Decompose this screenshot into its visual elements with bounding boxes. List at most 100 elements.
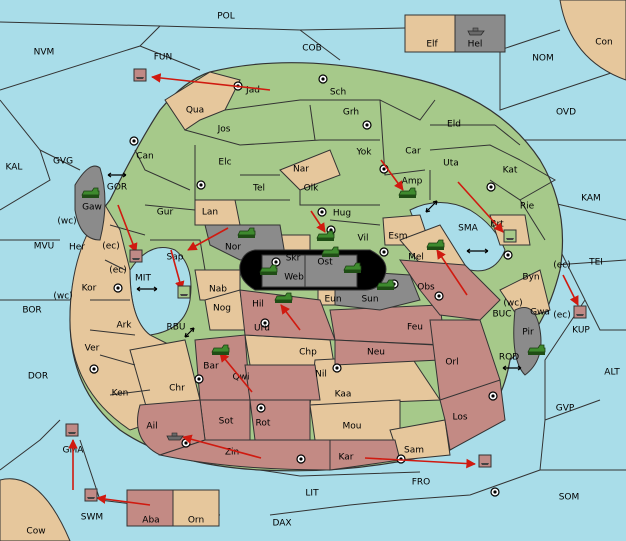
- sea-label-cob: COB: [302, 44, 322, 54]
- sea-label-kam: KAM: [581, 194, 601, 204]
- territory-label-sch: Sch: [330, 88, 346, 98]
- sea-label-kal: KAL: [6, 163, 23, 173]
- sea-label-gor: GOR: [107, 183, 127, 193]
- territory-label-elc: Elc: [218, 158, 231, 168]
- territory-label-nog: Nog: [213, 304, 231, 314]
- territory-label-yok: Yok: [355, 148, 372, 158]
- coast-label-wc: (wc): [503, 299, 522, 309]
- passage-markers: [107, 172, 522, 371]
- territory-label-eld: Eld: [447, 120, 461, 130]
- coast-label-ec: (ec): [109, 266, 127, 276]
- territory-label-kar: Kar: [339, 453, 354, 463]
- territory-label-her: Her: [69, 243, 85, 253]
- territory-label-chr: Chr: [169, 384, 185, 394]
- territory-label-uta: Uta: [443, 159, 459, 169]
- territory-label-nar: Nar: [293, 165, 309, 175]
- territory-label-bar: Bar: [203, 362, 219, 372]
- territory-label-hel: Hel: [468, 40, 483, 50]
- territory-label-ost: Ost: [317, 258, 333, 268]
- territory-label-mel: Mel: [408, 253, 424, 263]
- territory-label-rot: Rot: [256, 419, 271, 429]
- supply-centers: [89, 74, 513, 497]
- territory-label-grh: Grh: [343, 108, 359, 118]
- territory-label-aba: Aba: [142, 516, 159, 526]
- territory-label-zin: Zin: [225, 448, 239, 458]
- territory-label-jos: Jos: [217, 125, 231, 135]
- territory-label-lan: Lan: [202, 208, 218, 218]
- territory-label-car: Car: [405, 147, 421, 157]
- coast-label-ec: (ec): [553, 261, 571, 271]
- territory-label-qua: Qua: [186, 106, 204, 116]
- territory-label-feu: Feu: [407, 323, 423, 333]
- territory-label-byn: Byn: [522, 273, 539, 283]
- sea-label-buc: BUC: [492, 310, 511, 320]
- sea-label-lit: LIT: [305, 489, 319, 499]
- territory-label-mou: Mou: [343, 422, 362, 432]
- sea-label-tei: TEI: [588, 258, 603, 268]
- fleet-marker: [133, 68, 147, 82]
- coast-label-wc: (wc): [53, 292, 72, 302]
- sea-label-dor: DOR: [28, 372, 48, 382]
- sea-label-alt: ALT: [604, 368, 620, 378]
- sea-label-sma: SMA: [458, 224, 478, 234]
- sea-label-rod: ROD: [499, 353, 519, 363]
- territory-label-kaa: Kaa: [335, 390, 352, 400]
- territory-label-los: Los: [452, 413, 467, 423]
- territory-label-chp: Chp: [299, 348, 317, 358]
- coast-label-wc: (wc): [57, 217, 76, 227]
- fleet-marker: [177, 285, 191, 299]
- territory-label-neu: Neu: [367, 348, 385, 358]
- territory-label-swm: SWM: [81, 513, 103, 523]
- territory-label-sun: Sun: [361, 295, 378, 305]
- territory-label-orl: Orl: [445, 358, 458, 368]
- territory-label-eun: Eun: [324, 295, 341, 305]
- territory-label-ark: Ark: [116, 321, 132, 331]
- territory-label-con: Con: [595, 38, 613, 48]
- territory-label-uru: Uru: [254, 324, 270, 334]
- territory-label-orn: Orn: [188, 516, 204, 526]
- territory-label-jad: Jad: [245, 86, 260, 96]
- sea-label-fro: FRO: [412, 478, 431, 488]
- sea-label-som: SOM: [559, 493, 580, 503]
- fleet-marker: [478, 454, 492, 468]
- sea-label-gvg: GVG: [53, 157, 73, 167]
- territory-label-kat: Kat: [503, 166, 518, 176]
- territory-label-pir: Pir: [522, 328, 534, 338]
- territory-label-kor: Kor: [82, 284, 97, 294]
- territory-label-kup: KUP: [572, 326, 590, 336]
- territory-label-nil: Nil: [315, 370, 327, 380]
- fleet-marker: [129, 249, 143, 263]
- territory-label-hil: Hil: [252, 300, 264, 310]
- sea-label-ovd: OVD: [556, 108, 576, 118]
- sea-label-mit: MIT: [135, 274, 151, 284]
- sea-label-nvm: NVM: [34, 48, 55, 58]
- territory-label-olk: Olk: [304, 184, 320, 194]
- territory-label-ail: Ail: [146, 422, 157, 432]
- sea-label-mvu: MVU: [34, 242, 55, 252]
- coast-label-ec: (ec): [553, 311, 571, 321]
- sea-label-nom: NOM: [532, 54, 554, 64]
- sea-borders: [0, 21, 626, 516]
- territory-label-amp: Amp: [402, 177, 423, 187]
- territory-label-nab: Nab: [209, 285, 227, 295]
- fleet-marker: [65, 423, 79, 437]
- territories: [69, 71, 551, 471]
- territory-label-sap: Sap: [167, 253, 184, 263]
- territory-label-web: Web: [284, 273, 304, 283]
- territory-label-obs: Obs: [417, 283, 435, 293]
- territory-label-gaw: Gaw: [82, 203, 102, 213]
- territory-label-can: Can: [136, 152, 154, 162]
- territory-label-elf: Elf: [426, 40, 438, 50]
- fleet-marker: [573, 305, 587, 319]
- order-arrows: [68, 73, 579, 506]
- territory-label-ver: Ver: [85, 344, 100, 354]
- label-sea: POL: [217, 12, 235, 22]
- territory-label-sam: Sam: [404, 446, 424, 456]
- territory-label-gwa: Gwa: [530, 308, 550, 318]
- sea-label-gvp: GVP: [556, 404, 575, 414]
- territory-label-hug: Hug: [333, 209, 351, 219]
- sea-label-fun: FUN: [154, 53, 173, 63]
